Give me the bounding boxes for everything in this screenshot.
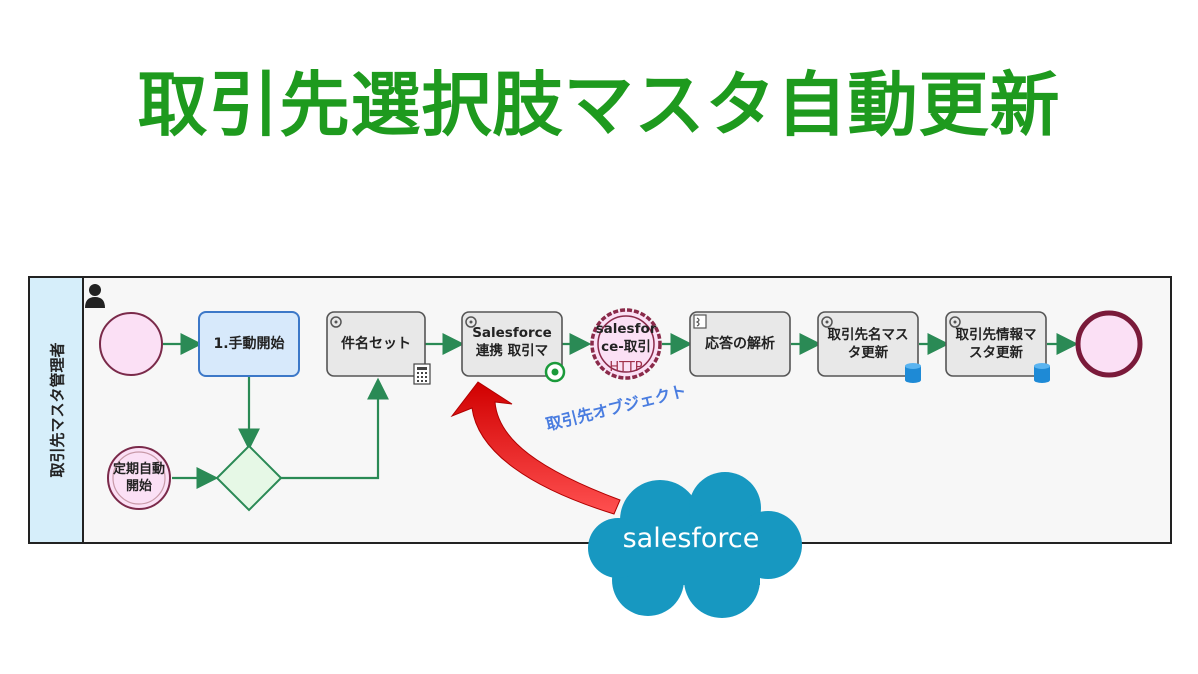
gear-icon: [821, 316, 833, 328]
http-label: HTTP: [609, 360, 643, 375]
database-icon: [905, 363, 921, 383]
salesforce-connect-label: Salesforce 連携 取引マ: [472, 325, 552, 359]
database-icon: [1034, 363, 1050, 383]
salesforce-cloud-logo: [588, 472, 802, 618]
calculator-icon: [413, 363, 431, 385]
gateway[interactable]: [215, 444, 283, 512]
flow-gateway-to-subject: [281, 377, 389, 480]
name-master-update-task[interactable]: [817, 311, 919, 377]
info-master-update-task[interactable]: [945, 311, 1047, 377]
red-curved-arrow: [450, 381, 621, 515]
manual-start-label: 1.手動開始: [213, 336, 285, 352]
name-master-label: 取引先名マス タ更新: [827, 327, 909, 361]
boundary-event-icon: [544, 361, 566, 383]
gear-icon: [465, 316, 477, 328]
gear-icon: [949, 316, 961, 328]
start-event[interactable]: [99, 312, 163, 376]
manual-start-task[interactable]: [198, 311, 300, 377]
gear-icon: [330, 316, 342, 328]
lane-label: 取引先マスタ管理者: [30, 278, 84, 542]
script-icon: [693, 314, 707, 329]
user-icon: [85, 284, 105, 308]
info-master-label: 取引先情報マ スタ更新: [955, 327, 1037, 361]
subject-set-task[interactable]: [326, 311, 426, 377]
http-event[interactable]: [590, 308, 662, 380]
parse-response-task[interactable]: [689, 311, 791, 377]
timer-start-label: 定期自動 開始: [112, 462, 165, 494]
end-event[interactable]: [1075, 310, 1143, 378]
timer-start-event[interactable]: [107, 446, 171, 510]
subject-set-label: 件名セット: [341, 336, 411, 352]
parse-response-label: 応答の解析: [705, 336, 775, 352]
page-title: 取引先選択肢マスタ自動更新: [137, 64, 1061, 146]
http-event-label: salesfor ce-取引: [595, 321, 657, 355]
salesforce-connect-task[interactable]: [461, 311, 563, 377]
salesforce-logo-text: salesforce: [622, 523, 760, 554]
